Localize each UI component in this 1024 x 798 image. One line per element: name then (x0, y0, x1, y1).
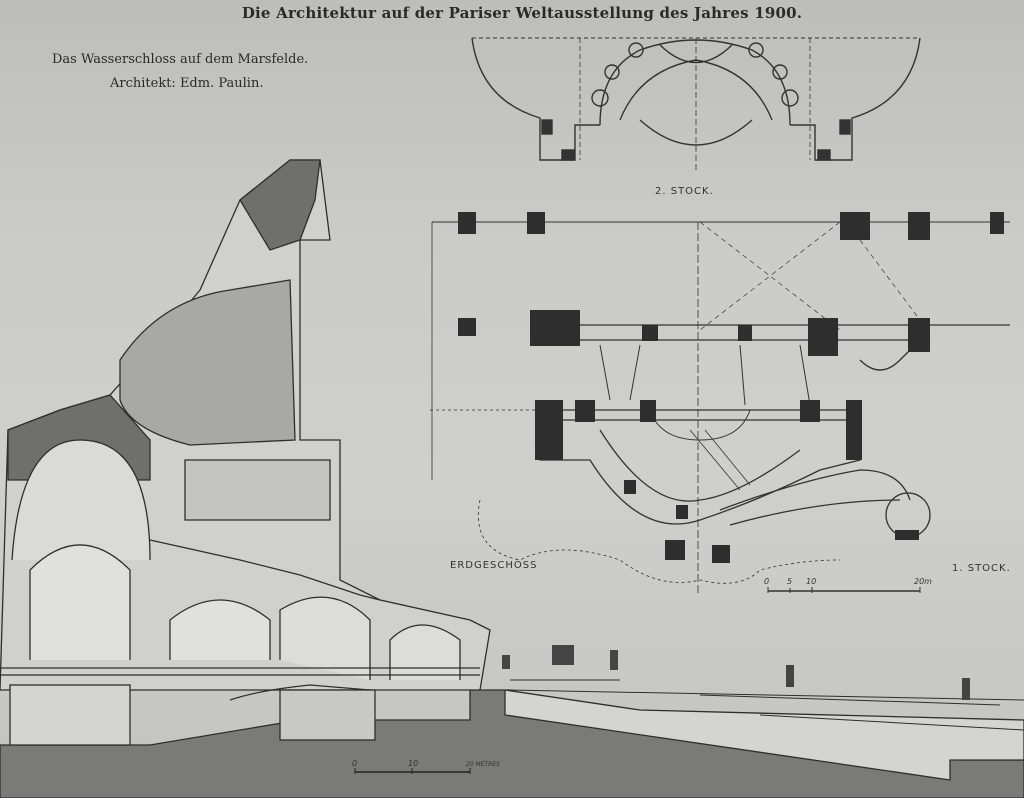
drawing-subtitle: Das Wasserschloss auf dem Marsfelde. (52, 52, 309, 67)
plan-scale-bar: 0 5 10 20m (764, 577, 932, 593)
section-scale-tick: 0 (352, 759, 357, 768)
ground-floor-label: ERDGESCHOSS (450, 560, 538, 571)
building-section (0, 159, 1024, 798)
section-scale-bar: 0 10 20 MÈTRES (352, 759, 500, 774)
plan-scale-tick: 10 (806, 577, 816, 586)
upper-floor-label: 2. STOCK. (655, 186, 714, 197)
architect-credit: Architekt: Edm. Paulin. (110, 76, 264, 91)
main-floor-plan (430, 212, 1010, 595)
first-floor-label: 1. STOCK. (952, 563, 1011, 574)
plan-scale-tick: 0 (764, 577, 769, 586)
plan-scale-tick: 20m (914, 577, 932, 586)
page-title: Die Architektur auf der Pariser Weltauss… (241, 4, 803, 22)
plan-scale-tick: 5 (787, 577, 792, 586)
upper-floor-plan (471, 37, 921, 170)
section-scale-tick: 10 (408, 759, 418, 768)
section-scale-tick: 20 MÈTRES (466, 760, 500, 768)
